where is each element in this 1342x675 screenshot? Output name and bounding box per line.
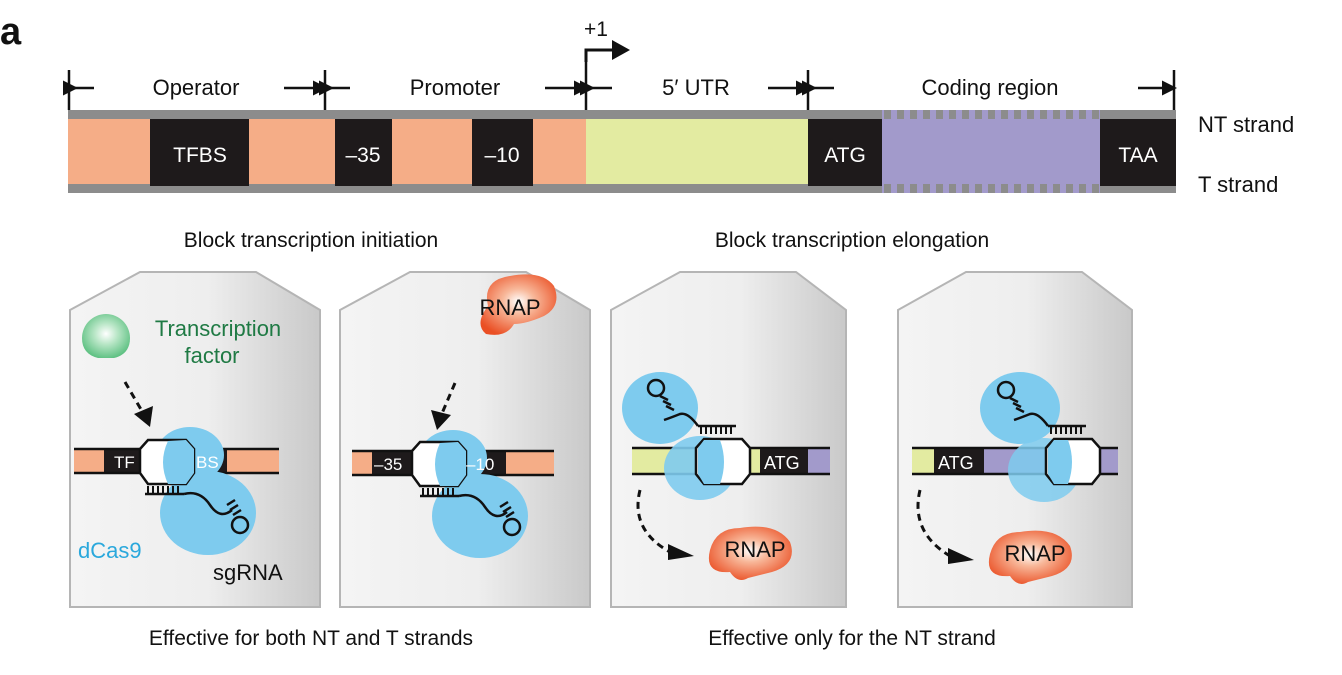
region-label-promoter: Promoter (410, 75, 500, 100)
strand-dash (936, 184, 943, 193)
strand-dash (1014, 110, 1021, 119)
sgrna-label: sgRNA (213, 560, 283, 585)
t-strand-line (68, 184, 1176, 193)
p1-right-label: BS (196, 453, 219, 472)
strand-dash (1079, 110, 1086, 119)
nt-strand-line (68, 110, 1176, 119)
minus35-label: –35 (345, 144, 380, 167)
rnap-icon (988, 530, 1072, 584)
atg-label: ATG (824, 144, 866, 167)
taa-label: TAA (1118, 144, 1157, 167)
minus35-block (335, 119, 392, 186)
minus10-block (472, 119, 533, 186)
strand-dash (897, 110, 904, 119)
panel-coding: ATG RNAP (897, 271, 1133, 608)
strand-dash (884, 110, 891, 119)
tf-label-line2: factor (184, 343, 239, 368)
strand-dash (1066, 184, 1073, 193)
atg-block (808, 119, 882, 186)
dcas9-blob (980, 372, 1060, 444)
strand-dash (884, 184, 891, 193)
sgrna-icon (420, 488, 522, 537)
tfbs-label: TFBS (173, 144, 227, 167)
strand-dash (975, 184, 982, 193)
strand-dash (1053, 110, 1060, 119)
tss-label: +1 (584, 18, 608, 41)
strand-dash (936, 110, 943, 119)
t-strand-label: T strand (1198, 172, 1278, 197)
sgrna-icon (996, 380, 1086, 434)
strand-dash (1001, 110, 1008, 119)
strand-dash (910, 184, 917, 193)
taa-block (1100, 119, 1176, 186)
dcas9-label: dCas9 (78, 538, 142, 563)
dcas9-blob (622, 372, 698, 444)
sgrna-icon (145, 486, 250, 535)
strand-dash (910, 110, 917, 119)
heading-elongation: Block transcription elongation (715, 229, 989, 252)
strand-dash (962, 184, 969, 193)
nt-strand-label: NT strand (1198, 112, 1294, 137)
p3-atg-label: ATG (764, 453, 800, 473)
region-label-operator: Operator (153, 75, 240, 100)
sgrna-icon (646, 378, 736, 434)
strand-dash (1001, 184, 1008, 193)
panel-label: a (0, 11, 22, 53)
transcription-factor-icon (82, 314, 130, 358)
p3-rnap-label: RNAP (724, 537, 785, 562)
rnap-icon (480, 274, 557, 335)
p4-rnap-label: RNAP (1004, 541, 1065, 566)
panel-tfbs: TF BS Transcription factor dCas9 sgRNA (69, 271, 321, 608)
p1-left-label: TF (114, 453, 135, 472)
strand-dash (962, 110, 969, 119)
strand-dash (1079, 184, 1086, 193)
strand-dash (1040, 110, 1047, 119)
strand-dash (923, 110, 930, 119)
gene-map: TFBS –35 –10 ATG TAA Operator Promoter 5… (63, 18, 1294, 197)
caption-both-strands: Effective for both NT and T strands (149, 627, 473, 650)
tss-arrow-icon (584, 40, 630, 62)
p2-right-label: –10 (466, 455, 494, 474)
strand-dash (1027, 184, 1034, 193)
tf-label-line1: Transcription (155, 316, 281, 341)
heading-initiation: Block transcription initiation (184, 229, 438, 252)
utr-region (586, 119, 808, 184)
strand-dash (975, 110, 982, 119)
coding-region (882, 119, 1100, 184)
p2-rnap-label: RNAP (479, 295, 540, 320)
panel-promoter: –35 –10 RNAP (339, 271, 591, 608)
region-label-coding: Coding region (922, 75, 1059, 100)
panel-utr: ATG RNAP (610, 271, 847, 608)
p2-left-label: –35 (374, 455, 402, 474)
strand-dash (1092, 184, 1099, 193)
strand-dash (923, 184, 930, 193)
region-label-utr: 5′ UTR (662, 75, 730, 100)
strand-dash (897, 184, 904, 193)
p4-atg-label: ATG (938, 453, 974, 473)
strand-dash (1014, 184, 1021, 193)
strand-dash (988, 184, 995, 193)
minus10-label: –10 (484, 144, 519, 167)
rnap-icon (708, 526, 792, 580)
coding-strand-dashes (882, 110, 1100, 193)
strand-dash (988, 110, 995, 119)
strand-dash (1040, 184, 1047, 193)
strand-dash (949, 184, 956, 193)
strand-dash (1066, 110, 1073, 119)
tfbs-block (150, 119, 249, 186)
strand-dash (1053, 184, 1060, 193)
strand-dash (1092, 110, 1099, 119)
strand-dash (1027, 110, 1034, 119)
strand-dash (949, 110, 956, 119)
caption-nt-only: Effective only for the NT strand (708, 627, 996, 650)
